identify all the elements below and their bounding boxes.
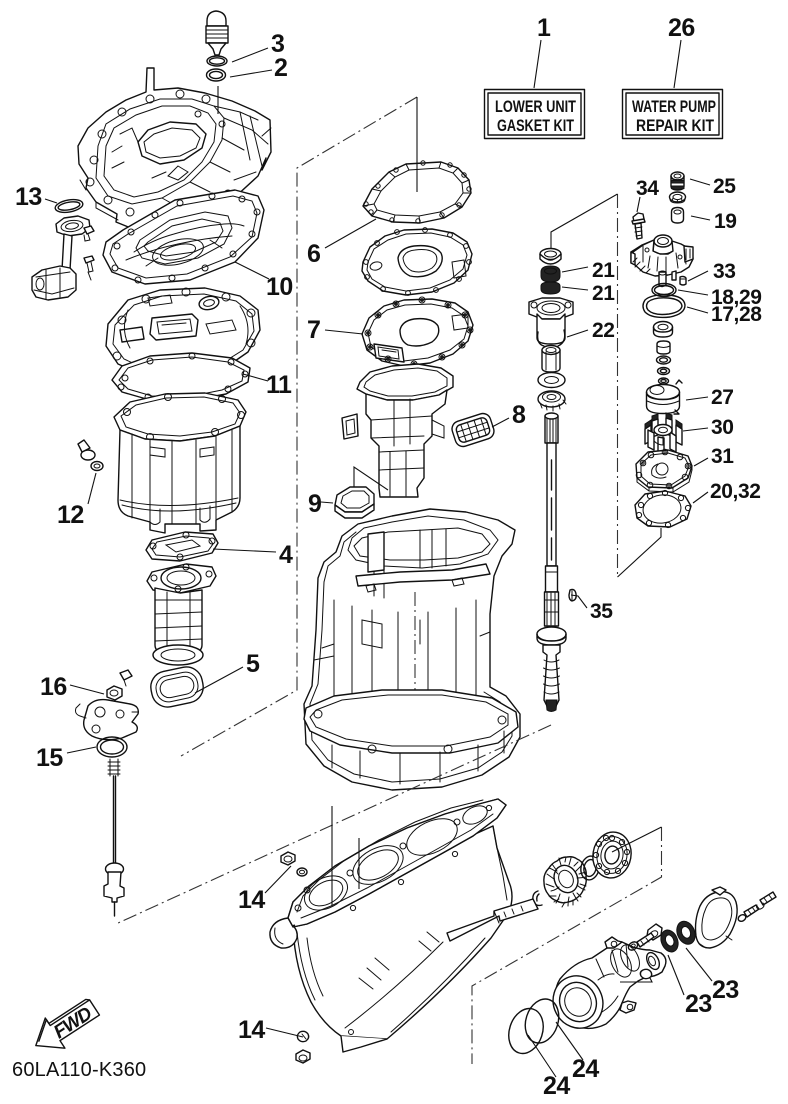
svg-text:14: 14 bbox=[238, 1016, 265, 1044]
svg-text:17,28: 17,28 bbox=[711, 303, 762, 326]
svg-text:18,29: 18,29 bbox=[711, 286, 762, 309]
svg-text:20,32: 20,32 bbox=[710, 480, 761, 503]
svg-text:11: 11 bbox=[266, 371, 292, 399]
svg-text:23: 23 bbox=[685, 990, 712, 1018]
svg-text:6: 6 bbox=[307, 240, 320, 268]
svg-text:9: 9 bbox=[308, 490, 321, 518]
svg-text:30: 30 bbox=[711, 416, 734, 439]
svg-text:21: 21 bbox=[592, 259, 615, 282]
svg-text:7: 7 bbox=[307, 316, 320, 344]
svg-text:60LA110-K360: 60LA110-K360 bbox=[12, 1059, 146, 1081]
svg-text:33: 33 bbox=[713, 260, 736, 283]
svg-text:15: 15 bbox=[36, 744, 63, 772]
svg-text:3: 3 bbox=[271, 30, 284, 58]
svg-text:31: 31 bbox=[711, 445, 734, 468]
svg-text:12: 12 bbox=[57, 501, 84, 529]
svg-text:REPAIR KIT: REPAIR KIT bbox=[636, 116, 715, 135]
svg-text:5: 5 bbox=[246, 650, 260, 678]
svg-text:GASKET KIT: GASKET KIT bbox=[497, 116, 574, 135]
svg-text:26: 26 bbox=[668, 14, 695, 42]
svg-text:22: 22 bbox=[592, 319, 615, 342]
svg-text:2: 2 bbox=[274, 54, 287, 82]
svg-text:27: 27 bbox=[711, 386, 734, 409]
svg-text:34: 34 bbox=[636, 177, 659, 200]
svg-text:23: 23 bbox=[712, 976, 739, 1004]
svg-text:8: 8 bbox=[512, 401, 526, 429]
svg-text:1: 1 bbox=[537, 14, 551, 42]
svg-text:10: 10 bbox=[266, 273, 293, 301]
svg-text:24: 24 bbox=[572, 1055, 599, 1083]
svg-text:13: 13 bbox=[15, 183, 42, 211]
svg-text:35: 35 bbox=[590, 600, 613, 623]
svg-text:24: 24 bbox=[543, 1072, 570, 1100]
svg-text:21: 21 bbox=[592, 282, 615, 305]
svg-text:4: 4 bbox=[279, 541, 293, 569]
svg-text:16: 16 bbox=[40, 673, 67, 701]
svg-text:25: 25 bbox=[713, 175, 736, 198]
svg-text:19: 19 bbox=[714, 210, 737, 233]
svg-text:WATER PUMP: WATER PUMP bbox=[632, 97, 716, 116]
svg-text:14: 14 bbox=[238, 886, 265, 914]
svg-text:LOWER UNIT: LOWER UNIT bbox=[495, 97, 576, 116]
